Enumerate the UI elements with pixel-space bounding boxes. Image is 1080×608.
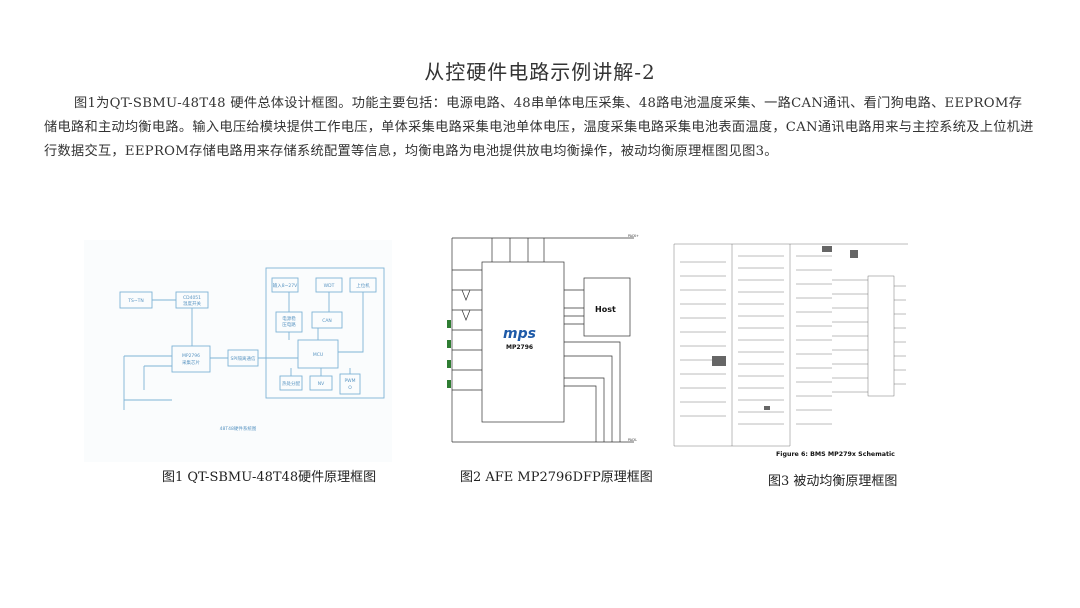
block-temp: 热处分配 (282, 380, 300, 387)
block-nv: NV (318, 381, 325, 387)
page-title: 从控硬件电路示例讲解-2 (424, 60, 656, 84)
block-ts: TS~TN (127, 298, 144, 304)
figure-3: Figure 6: BMS MP279x Schematic (672, 236, 908, 460)
block-cd4051-sub: 温度开关 (183, 300, 201, 307)
block-mp2796: MP2796 (182, 353, 200, 359)
figure-2-caption: 图2 AFE MP2796DFP原理框图 (460, 470, 653, 485)
figure-2-schematic: PACK+ PACK- mps MP2796 Host (447, 234, 639, 443)
figure-1-diagram: TS~TN CD4051 温度开关 输入8~27V WDT 上位机 电源稳 压电… (119, 267, 385, 432)
figure-1: TS~TN CD4051 温度开关 输入8~27V WDT 上位机 电源稳 压电… (84, 240, 392, 462)
block-wdt: WDT (324, 283, 335, 289)
block-cd4051: CD4051 (183, 295, 201, 301)
figure-3-schematic: Figure 6: BMS MP279x Schematic (673, 243, 908, 458)
host-label: Host (595, 305, 616, 314)
mps-logo: mps (503, 326, 536, 342)
block-can: CAN (322, 318, 332, 324)
figure-2: PACK+ PACK- mps MP2796 Host (444, 230, 644, 452)
block-input: 输入8~27V (273, 282, 298, 289)
figure-3-caption: 图3 被动均衡原理框图 (768, 474, 898, 489)
block-host: 上位机 (356, 282, 370, 289)
block-mcu: MCU (313, 352, 323, 358)
block-spi: SPI隔离通信 (231, 355, 256, 362)
block-power-sub: 压电路 (282, 321, 296, 328)
block-pwm-sub: O (348, 385, 352, 391)
pack-plus-label: PACK+ (628, 234, 639, 238)
block-mp2796-sub: 采集芯片 (182, 359, 200, 366)
figure-1-footer: 48T48硬件系统图 (220, 425, 257, 432)
figure-1-caption: 图1 QT-SBMU-48T48硬件原理框图 (162, 470, 377, 485)
schematic-title: Figure 6: BMS MP279x Schematic (776, 451, 895, 458)
pack-minus-label: PACK- (628, 438, 637, 442)
chip-name: MP2796 (506, 344, 533, 351)
block-power: 电源稳 (282, 315, 296, 322)
body-paragraph: 图1为QT-SBMU-48T48 硬件总体设计框图。功能主要包括：电源电路、48… (44, 96, 1034, 159)
block-pwm: PWM (344, 378, 355, 384)
